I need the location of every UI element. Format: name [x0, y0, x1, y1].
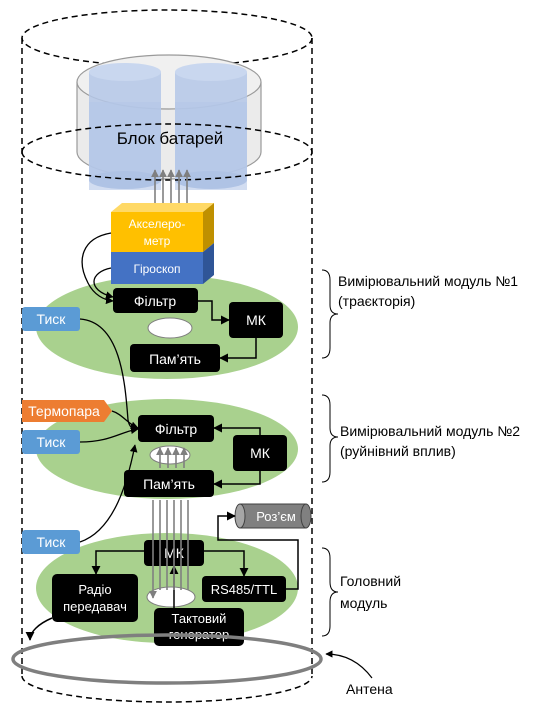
main-module-caption-2: модуль — [340, 595, 387, 611]
main-module-hole — [146, 586, 196, 608]
module-1-caption-1: Вимірювальний модуль №1 — [338, 273, 518, 289]
rs485-label: RS485/TTL — [211, 582, 277, 597]
module-2-filter-block — [138, 415, 214, 442]
pressure-2-wire — [79, 426, 139, 443]
cylinder-section-line — [21, 151, 313, 181]
module-2-memory-block — [124, 470, 214, 497]
module-2-caption-1: Вимірювальний модуль №2 — [340, 423, 520, 439]
module-1-mcu-label: МК — [246, 312, 267, 328]
vertical-bus — [149, 447, 189, 599]
measurement-module-1: Акселеро- метр Гіроскоп Фільтр МК Пам’ят… — [36, 203, 298, 379]
radio-label-1: Радіо — [78, 582, 111, 597]
pressure-sensor-2: Тиск — [22, 430, 80, 454]
mcu-to-radio-arrow — [91, 550, 144, 575]
main-module-caption-1: Головний — [340, 573, 401, 589]
gyroscope-label: Гіроскоп — [133, 262, 180, 276]
connector-label: Роз’єм — [256, 509, 296, 524]
module-2-brace — [321, 394, 339, 483]
pressure-sensor-1: Тиск — [22, 307, 80, 331]
pressure-sensor-3-label: Тиск — [37, 534, 67, 550]
rs485-to-connector-wire — [217, 511, 299, 590]
pressure-sensor-2-label: Тиск — [37, 434, 67, 450]
mcu-to-memory-arrow — [219, 338, 257, 363]
module-1-memory-label: Пам’ять — [149, 351, 201, 367]
mcu-to-rs485-arrow — [204, 550, 249, 577]
battery-cell — [89, 102, 161, 190]
radio-label-2: передавач — [63, 599, 127, 614]
module-1-brace — [321, 269, 339, 359]
pressure-3-wire — [79, 444, 138, 543]
gyroscope-block: Гіроскоп — [111, 243, 214, 284]
main-module-brace — [321, 547, 339, 637]
module-2-mcu-block — [233, 435, 287, 471]
antenna-label: Антена — [346, 681, 393, 697]
accelerometer-to-filter-wire — [81, 232, 114, 305]
accelerometer-block: Акселеро- метр — [111, 203, 214, 252]
module-1-hole — [147, 317, 193, 339]
module-2-caption-2: (руйнівний вплив) — [340, 443, 456, 459]
module-1-memory-block — [130, 344, 220, 372]
cylinder-section-line — [21, 123, 313, 153]
connector: Роз’єм — [234, 503, 312, 529]
module-2-mcu-label: МК — [250, 445, 271, 461]
thermocouple-sensor: Термопара — [22, 400, 112, 422]
radio-transmitter-block — [52, 574, 138, 622]
antenna-pointer — [325, 650, 373, 679]
module-1-filter-block — [113, 288, 198, 313]
module-2-filter-label: Фільтр — [155, 421, 198, 437]
pressure-sensor-1-label: Тиск — [37, 311, 67, 327]
clock-label-1: Тактовий — [172, 611, 227, 626]
mcu-to-filter-arrow — [213, 423, 261, 435]
mcu-to-memory-arrow-2 — [213, 471, 261, 489]
pressure-sensor-3: Тиск — [22, 530, 80, 554]
radio-to-antenna-arrow — [25, 617, 53, 641]
gyroscope-to-filter-wire — [93, 267, 114, 300]
rs485-block — [202, 576, 286, 602]
module-1-filter-label: Фільтр — [134, 293, 177, 309]
accelerometer-label-2: метр — [144, 234, 171, 248]
module-1-mcu-block — [229, 302, 283, 338]
module-1-caption-2: (траєкторія) — [338, 293, 415, 309]
battery-block: Блок батарей — [76, 54, 262, 190]
thermocouple-label: Термопара — [28, 403, 100, 419]
measurement-module-2: Фільтр МК Пам’ять — [36, 399, 298, 499]
filter-to-mcu-arrow — [198, 300, 230, 325]
accelerometer-label-1: Акселеро- — [129, 217, 186, 231]
module-2-memory-label: Пам’ять — [143, 476, 195, 492]
antenna-ring — [11, 633, 323, 685]
battery-label: Блок батарей — [117, 129, 224, 148]
